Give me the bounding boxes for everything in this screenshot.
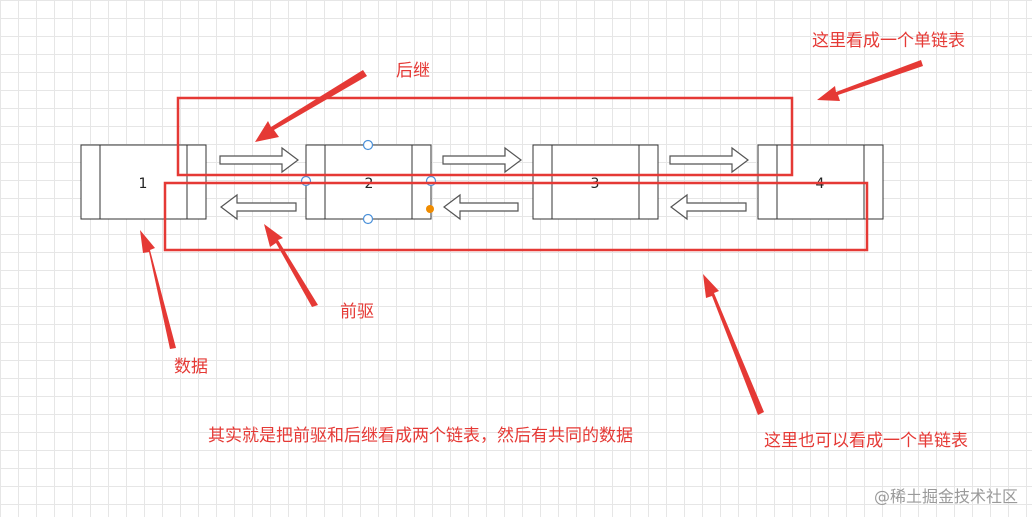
- prev-arrow-4-3: [670, 193, 747, 221]
- data-label: 数据: [174, 357, 208, 377]
- watermark: @稀土掘金技术社区: [873, 487, 1018, 506]
- resize-handle[interactable]: [426, 205, 434, 213]
- next-arrow-3-4: [669, 146, 749, 174]
- prev-arrow-2-1: [220, 193, 297, 221]
- top-list-callout-arrow: [817, 60, 923, 101]
- prev-arrow-3-2: [443, 193, 519, 221]
- predecessor-label: 前驱: [340, 302, 374, 322]
- node-1-label: 1: [139, 176, 148, 192]
- connection-handle-bottom[interactable]: [362, 213, 374, 225]
- next-arrow-1-2: [219, 146, 299, 174]
- successor-callout-arrow: [255, 70, 367, 142]
- top-list-label: 这里看成一个单链表: [812, 31, 965, 51]
- successor-list-outline: [176, 96, 794, 177]
- data-callout-arrow: [140, 230, 176, 349]
- bottom-list-label: 这里也可以看成一个单链表: [764, 431, 968, 451]
- explanation-label: 其实就是把前驱和后继看成两个链表，然后有共同的数据: [208, 426, 633, 446]
- bottom-list-callout-arrow: [703, 274, 764, 415]
- connection-handle-top[interactable]: [362, 139, 374, 151]
- predecessor-list-outline: [163, 181, 869, 252]
- next-arrow-2-3: [442, 146, 522, 174]
- successor-label: 后继: [396, 61, 430, 81]
- predecessor-callout-arrow: [264, 224, 318, 307]
